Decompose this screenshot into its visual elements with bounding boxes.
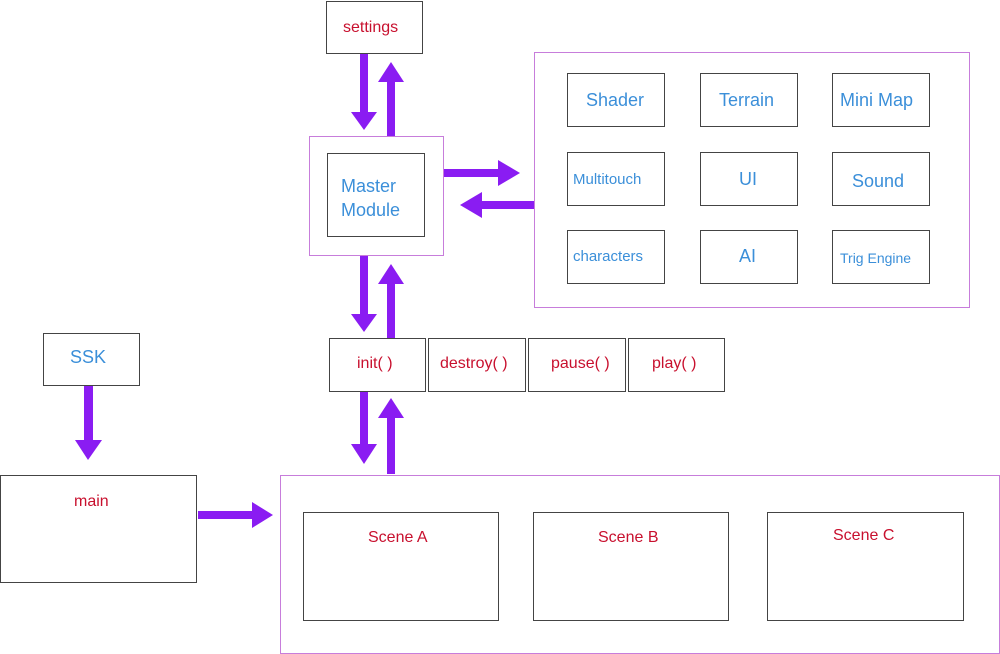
arrow-master-to-modules: [444, 160, 520, 186]
arrow-main-to-scenes: [198, 502, 273, 528]
main-box[interactable]: main: [0, 475, 197, 583]
method-init[interactable]: init( ): [329, 338, 426, 392]
arrow-master-to-settings: [378, 62, 404, 137]
scene-b[interactable]: Scene B: [533, 512, 729, 621]
module-shader[interactable]: Shader: [567, 73, 665, 127]
module-mini-map[interactable]: Mini Map: [832, 73, 930, 127]
module-sound[interactable]: Sound: [832, 152, 930, 206]
method-init-label: init( ): [357, 355, 393, 372]
ssk-label: SSK: [70, 347, 107, 367]
arrow-init-to-master: [378, 264, 404, 340]
module-shader-label: Shader: [586, 90, 645, 110]
arrow-init-to-scenes: [351, 392, 377, 464]
scene-a-label: Scene A: [368, 529, 428, 546]
method-destroy[interactable]: destroy( ): [428, 338, 526, 392]
module-characters[interactable]: characters: [567, 230, 665, 284]
module-multitouch[interactable]: Multitouch: [567, 152, 665, 206]
method-play[interactable]: play( ): [628, 338, 725, 392]
module-terrain[interactable]: Terrain: [700, 73, 798, 127]
method-pause[interactable]: pause( ): [528, 338, 626, 392]
master-module-label-line1: Master: [341, 176, 397, 196]
arrow-ssk-to-main: [75, 386, 102, 460]
scene-c[interactable]: Scene C: [767, 512, 964, 621]
module-sound-label: Sound: [852, 171, 905, 191]
scene-b-label: Scene B: [598, 529, 659, 546]
main-label: main: [74, 493, 109, 510]
module-ui-label: UI: [739, 169, 757, 189]
arrow-settings-to-master: [351, 52, 377, 130]
module-trig-engine[interactable]: Trig Engine: [832, 230, 930, 284]
module-multitouch-label: Multitouch: [573, 171, 642, 188]
module-mini-map-label: Mini Map: [840, 90, 914, 110]
module-ai-label: AI: [739, 246, 757, 266]
scene-c-label: Scene C: [833, 527, 895, 544]
ssk-box[interactable]: SSK: [43, 333, 140, 386]
settings-label: settings: [343, 19, 399, 36]
method-play-label: play( ): [652, 355, 697, 372]
settings-box[interactable]: settings: [326, 1, 423, 54]
module-trig-engine-label: Trig Engine: [840, 250, 912, 266]
module-ui[interactable]: UI: [700, 152, 798, 206]
arrow-scenes-to-init: [378, 398, 404, 474]
scene-a[interactable]: Scene A: [303, 512, 499, 621]
master-module-label-line2: Module: [341, 200, 401, 220]
master-module-container: Master Module: [309, 136, 444, 256]
arrow-modules-to-master: [460, 192, 534, 218]
module-characters-label: characters: [573, 248, 644, 265]
module-terrain-label: Terrain: [719, 90, 775, 110]
arrow-master-to-init: [351, 256, 377, 332]
master-module-box[interactable]: Master Module: [327, 153, 425, 237]
method-destroy-label: destroy( ): [440, 355, 508, 372]
method-pause-label: pause( ): [551, 355, 610, 372]
module-ai[interactable]: AI: [700, 230, 798, 284]
